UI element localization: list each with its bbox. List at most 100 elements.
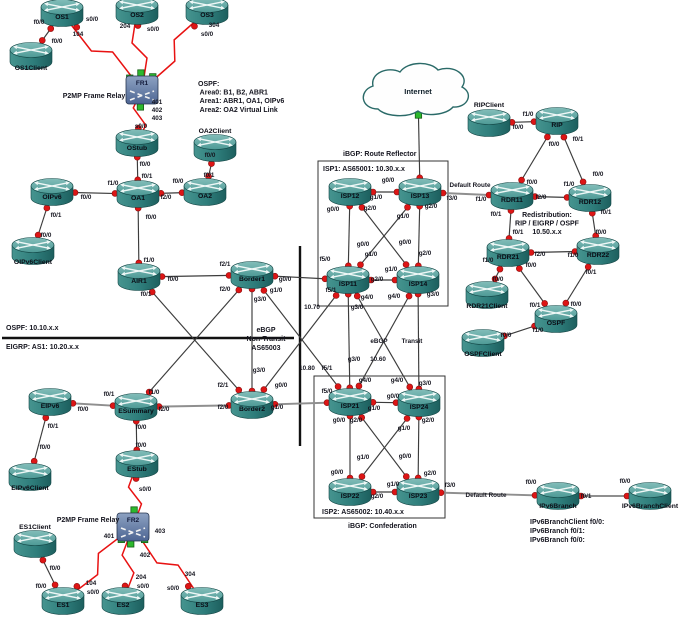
port-label: f2/0 [535, 251, 546, 258]
device-label: OS1 [55, 14, 69, 21]
link-OS1-FR1[interactable] [61, 12, 143, 91]
port-label: f0/0 [50, 565, 61, 572]
link-Border2-ISP11[interactable] [251, 279, 349, 406]
router-ESummary[interactable] [114, 392, 158, 422]
link-ISP11-ISP21[interactable] [347, 279, 351, 403]
port-label: f1/0 [523, 111, 534, 118]
device-label: Border2 [239, 406, 265, 413]
port-label: 401 [152, 99, 163, 106]
link-endpoint-marker [496, 265, 504, 273]
link-FR2-ES1[interactable] [62, 526, 134, 602]
port-label: f3/0 [445, 482, 456, 489]
port-label: g4/0 [388, 293, 401, 300]
device-label: OS1Client [15, 65, 48, 72]
annotation-notes: OSPF: Area0: B1, B2, ABR1 Area1: ABR1, O… [6, 81, 604, 544]
device-label: ESummary [118, 408, 154, 415]
router-ES3[interactable] [180, 586, 224, 616]
router-ISP12[interactable] [328, 177, 372, 207]
link-connected-marker [137, 69, 145, 77]
port-label: g3/0 [254, 296, 267, 303]
router-ES2[interactable] [101, 586, 145, 616]
router-RDR12[interactable] [568, 183, 612, 213]
device-label: OSPFClient [464, 351, 502, 358]
port-label: f0/0 [596, 229, 607, 236]
link-connected-marker [136, 103, 145, 111]
router-ES1Client[interactable] [13, 529, 57, 559]
router-RIPClient[interactable] [467, 108, 511, 138]
port-label: g2/0 [364, 205, 377, 212]
link-endpoint-marker [235, 286, 243, 294]
port-label: f0/0 [527, 179, 538, 186]
port-label: f0/1 [581, 493, 592, 500]
router-OIPv6[interactable] [30, 177, 74, 207]
router-RIP[interactable] [535, 106, 579, 136]
port-label: 204 [136, 574, 147, 581]
port-label: f0/1 [586, 269, 597, 276]
link-AIR1-Border2[interactable] [138, 276, 253, 406]
port-label: f0/0 [36, 583, 47, 590]
router-ES1[interactable] [41, 586, 85, 616]
router-ISP23[interactable] [396, 477, 440, 507]
router-ISP22[interactable] [328, 477, 372, 507]
port-label: g1/0 [387, 481, 400, 488]
router-ISP14[interactable] [396, 265, 440, 295]
port-label: f1/0 [149, 389, 160, 396]
device-label: IPv6Branch [539, 503, 576, 510]
router-AIR1[interactable] [117, 262, 161, 292]
port-label: f0/0 [620, 478, 631, 485]
port-label: f0/0 [40, 444, 51, 451]
link-OS3-FR1[interactable] [141, 10, 208, 91]
router-ISP24[interactable] [397, 388, 441, 418]
port-label: f0/0 [593, 171, 604, 178]
router-OA2[interactable] [183, 177, 227, 207]
router-Border1[interactable] [230, 260, 274, 290]
port-label: f0/0 [140, 161, 151, 168]
port-label: Default Route [450, 182, 491, 189]
port-label: f1/0 [108, 180, 119, 187]
as-boundary-box-1 [317, 160, 449, 307]
link-endpoint-marker [191, 22, 198, 30]
link-endpoint-marker [260, 287, 268, 294]
router-RDR22[interactable] [576, 236, 620, 266]
link-FR2-ES3[interactable] [132, 526, 203, 602]
link-ESummary-Border1[interactable] [135, 274, 253, 408]
port-label: f0/0 [52, 38, 63, 45]
port-label: 403 [152, 115, 163, 122]
internet-cloud[interactable]: Internet [362, 62, 470, 117]
router-RDR11[interactable] [490, 181, 534, 211]
port-label: 104 [73, 31, 84, 38]
link-endpoint-marker [47, 25, 55, 32]
port-label: 10.60 [370, 356, 386, 363]
port-label: g3/0 [427, 291, 440, 298]
port-label: f0/1 [204, 172, 215, 179]
router-EStub[interactable] [115, 449, 159, 479]
device-label: ISP23 [409, 493, 428, 500]
router-ISP21[interactable] [328, 387, 372, 417]
router-EIPv6[interactable] [28, 387, 72, 417]
port-label: 10.80 [299, 365, 315, 372]
port-label: s0/0 [147, 26, 160, 33]
router-Border2[interactable] [230, 390, 274, 420]
link-endpoint-marker [334, 383, 342, 390]
device-label: RDR11 [501, 197, 523, 204]
link-Border1-ISP21[interactable] [251, 274, 351, 403]
port-label: f1/0 [476, 196, 487, 203]
port-label: g1/0 [385, 266, 398, 273]
port-label: f0/1 [530, 302, 541, 309]
device-label: ISP24 [410, 404, 429, 411]
link-ISP14-ISP24[interactable] [417, 279, 420, 404]
port-label: f1/0 [144, 257, 155, 264]
link-ISP14-ISP21[interactable] [349, 279, 419, 403]
port-label: f0/1 [48, 423, 59, 430]
router-OA1[interactable] [116, 179, 160, 209]
port-label: f5/0 [320, 256, 331, 263]
link-endpoint-marker [560, 133, 568, 141]
port-label: g0/0 [387, 393, 400, 400]
router-OStub[interactable] [115, 128, 159, 158]
port-label: f1/0 [483, 257, 494, 264]
router-ISP13[interactable] [398, 177, 442, 207]
port-label: g0/0 [275, 382, 288, 389]
